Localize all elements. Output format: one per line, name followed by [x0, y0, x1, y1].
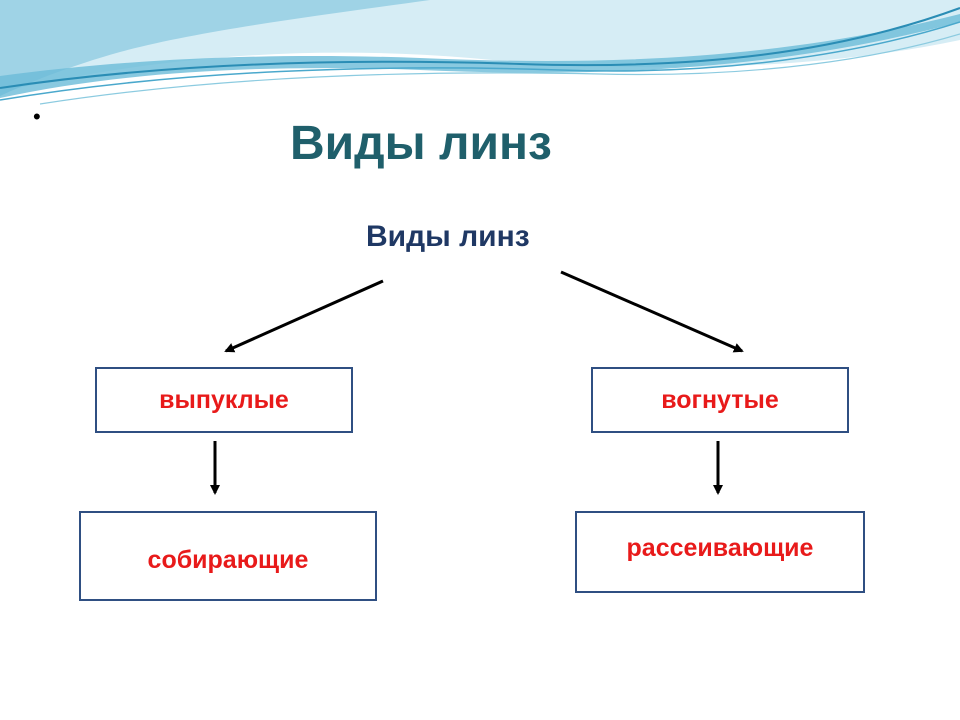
node-diverging-label: рассеивающие: [626, 533, 814, 562]
wave-line-3: [39, 33, 960, 105]
node-diverging: рассеивающие: [575, 511, 865, 593]
node-converging-label: собирающие: [147, 545, 309, 574]
arrow-root-to-right: [560, 270, 744, 353]
diagram-root-label: Виды линз: [366, 220, 530, 253]
wave-front: [0, 14, 960, 98]
wave-line-1: [0, 7, 960, 89]
node-converging: собирающие: [79, 511, 377, 601]
arrow-root-to-left: [224, 279, 384, 353]
wave-line-2: [0, 21, 960, 101]
wave-mid: [0, 0, 430, 96]
node-concave-label: вогнутые: [661, 385, 779, 414]
node-convex: выпуклые: [95, 367, 353, 433]
wave-header-decoration: [0, 0, 960, 105]
bullet-mark: •: [33, 104, 41, 129]
node-convex-label: выпуклые: [159, 385, 289, 414]
slide-title: Виды линз: [290, 117, 552, 170]
node-concave: вогнутые: [591, 367, 849, 433]
